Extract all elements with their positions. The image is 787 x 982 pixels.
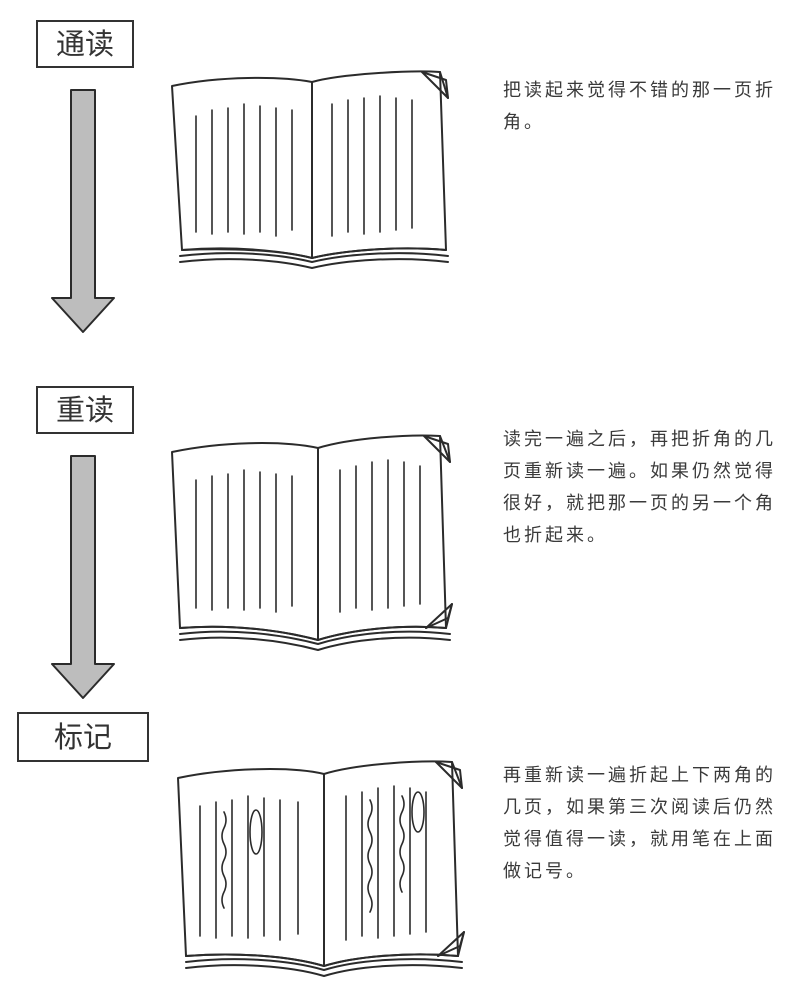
stage-description-skim: 把读起来觉得不错的那一页折角。 [503, 80, 776, 133]
down-arrow-icon [51, 89, 115, 333]
down-arrow-icon [51, 455, 115, 699]
open-book-two-corners-folded-icon [171, 434, 453, 651]
stage-label-mark: 标记 [17, 712, 149, 762]
stage-description-reread: 读完一遍之后，再把折角的几页重新读一遍。如果仍然觉得很好，就把那一页的另一个角也… [503, 429, 776, 546]
stage-label-skim: 通读 [36, 20, 134, 68]
open-book-marked-with-pen-icon [177, 760, 465, 977]
open-book-one-corner-folded-icon [171, 70, 449, 269]
stage-label-reread: 重读 [36, 386, 134, 434]
stage-description-mark: 再重新读一遍折起上下两角的几页，如果第三次阅读后仍然觉得值得一读，就用笔在上面做… [503, 765, 776, 882]
